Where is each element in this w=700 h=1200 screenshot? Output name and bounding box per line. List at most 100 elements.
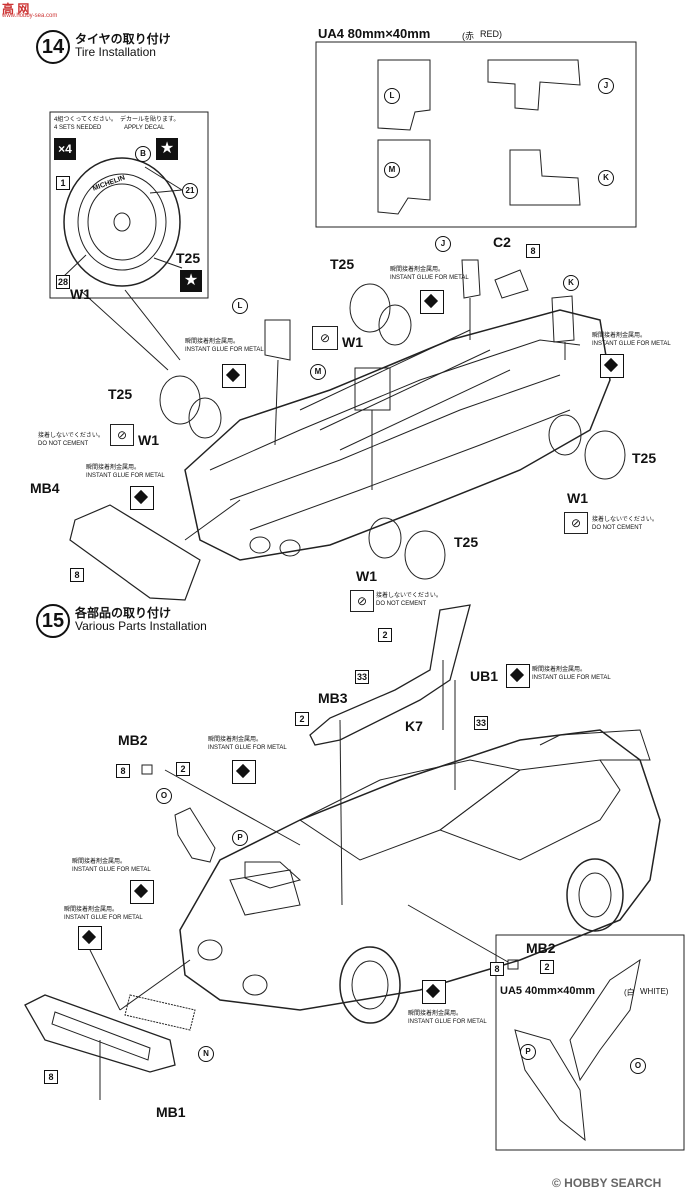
tire-t25-label: T25 [176, 250, 201, 266]
glue-note-f-jp: 瞬間接着剤金属用。 [72, 859, 127, 865]
label-t25-b: T25 [108, 386, 133, 402]
rear-wheel [566, 858, 624, 932]
ua4-part-k-shape [509, 149, 581, 206]
tire-t25-c [584, 430, 626, 480]
tire-t25-d [404, 530, 446, 580]
no-cement-icon-c: ⊘ [564, 512, 588, 534]
ua5-color-jp: (白 [624, 988, 635, 997]
label-c2-num8: 8 [526, 244, 540, 258]
label15-k7: K7 [405, 718, 423, 734]
label15-mb2a-num8: 8 [116, 764, 130, 778]
ua4-part-l-label: L [384, 88, 400, 104]
tire-num-28: 28 [56, 275, 70, 289]
no-cement-c-jp: 接着しないでください。 [592, 517, 658, 523]
ua5-part-o-label: O [630, 1058, 646, 1074]
no-cement-d-en: DO NOT CEMENT [376, 601, 427, 607]
label-w1-b: W1 [138, 432, 159, 448]
step-14-title-en: Tire Installation [75, 45, 156, 59]
label-part-m: M [310, 364, 326, 380]
ua5-title: UA5 40mm×40mm [500, 985, 596, 997]
label15-ub1: UB1 [470, 668, 499, 684]
glue-note-e-jp: 瞬間接着剤金属用。 [208, 737, 263, 743]
glue-icon-d [130, 486, 154, 510]
tire-multiplier: ×4 [54, 138, 76, 160]
wheel-rim [77, 173, 167, 271]
label-w1-a: W1 [342, 334, 363, 350]
no-cement-icon-a: ⊘ [312, 326, 338, 350]
label-mb4-num8: 8 [70, 568, 84, 582]
glue-icon-g [78, 926, 102, 950]
mb2-a-shape [141, 764, 153, 775]
label15-mb2-b: MB2 [526, 940, 556, 956]
watermark-top-url: www.hobby-sea.com [2, 13, 58, 19]
part-c2-shape [494, 269, 529, 299]
tire-decal-jp: デカールを貼ります。 [120, 117, 180, 123]
ua4-color-en: RED) [480, 29, 502, 39]
mb2-b-shape [507, 959, 519, 970]
star-icon: ★ [156, 138, 178, 160]
label15-num33-a: 33 [355, 670, 369, 684]
label-t25-d: T25 [454, 534, 479, 550]
no-cement-b-en: DO NOT CEMENT [38, 441, 89, 447]
tire-w1-d [368, 517, 402, 559]
glue-icon-a [420, 290, 444, 314]
glue-note-a-en: INSTANT GLUE FOR METAL [390, 275, 469, 281]
label15-mb3: MB3 [318, 690, 348, 706]
tire-decal-en: APPLY DECAL [124, 125, 165, 131]
label15-num33-b: 33 [474, 716, 488, 730]
glue-note-d-en: INSTANT GLUE FOR METAL [86, 473, 165, 479]
glue-icon-c [222, 364, 246, 388]
glue-note-b-jp: 瞬間接着剤金属用。 [592, 333, 647, 339]
glue-icon-b [600, 354, 624, 378]
ua4-part-m-shape [377, 139, 431, 215]
label15-mb3-num2: 2 [295, 712, 309, 726]
ua4-title: UA4 80mm×40mm [318, 26, 431, 41]
glue-icon-ub1 [506, 664, 530, 688]
glue-note-ub1-en: INSTANT GLUE FOR METAL [532, 675, 611, 681]
tire-w1-label: W1 [70, 286, 91, 302]
ua5-frame [495, 934, 685, 1151]
glue-note-ub1-jp: 瞬間接着剤金属用。 [532, 667, 587, 673]
ua5-color-en: WHITE) [640, 987, 669, 996]
tire-detail-frame [49, 111, 209, 299]
label-t25-a: T25 [330, 256, 355, 272]
ua4-frame [315, 41, 637, 228]
watermark-bottom: © HOBBY SEARCH [552, 1176, 662, 1190]
glue-icon-e [232, 760, 256, 784]
mb3-shape [309, 604, 471, 746]
tire-num-1: 1 [56, 176, 70, 190]
mb4-shape [69, 504, 201, 601]
ua4-color-jp: (赤 [462, 31, 474, 41]
ua5-part-p-label: P [520, 1044, 536, 1060]
label-t25-c: T25 [632, 450, 657, 466]
mesh-n-shape [124, 994, 196, 1031]
step-15-title-en: Various Parts Installation [75, 619, 207, 633]
label15-mb2-a: MB2 [118, 732, 148, 748]
tire-t25-a [349, 283, 391, 333]
label15-part-n: N [198, 1046, 214, 1062]
glue-note-a-jp: 瞬間接着剤金属用。 [390, 267, 445, 273]
label15-mb1-num8: 8 [44, 1070, 58, 1084]
glue-note-g-jp: 瞬間接着剤金属用。 [64, 907, 119, 913]
watermark-top: 高 网 [2, 2, 30, 16]
tire-w1-c [548, 414, 582, 456]
glue-note-h-en: INSTANT GLUE FOR METAL [408, 1019, 487, 1025]
tire-outline [63, 157, 181, 287]
label15-mb2a-num2: 2 [176, 762, 190, 776]
tire-sets-jp: 4組つくってください。 [54, 117, 117, 123]
no-cement-icon-d: ⊘ [350, 590, 374, 612]
label-c2: C2 [493, 234, 511, 250]
step-15-title-jp: 各部品の取り付け [75, 606, 172, 620]
label15-part-o: O [156, 788, 172, 804]
no-cement-b-jp: 接着しないでください。 [38, 433, 104, 439]
ua5-part-o-shape [569, 958, 641, 1082]
wheel-hub [113, 212, 131, 232]
no-cement-c-en: DO NOT CEMENT [592, 525, 643, 531]
part-p-shape [244, 861, 302, 889]
tire-part-b: B [135, 146, 151, 162]
glue-note-g-en: INSTANT GLUE FOR METAL [64, 915, 143, 921]
front-wheel [339, 946, 401, 1024]
tire-t25-b [159, 375, 201, 425]
wheel-inner [87, 183, 157, 261]
